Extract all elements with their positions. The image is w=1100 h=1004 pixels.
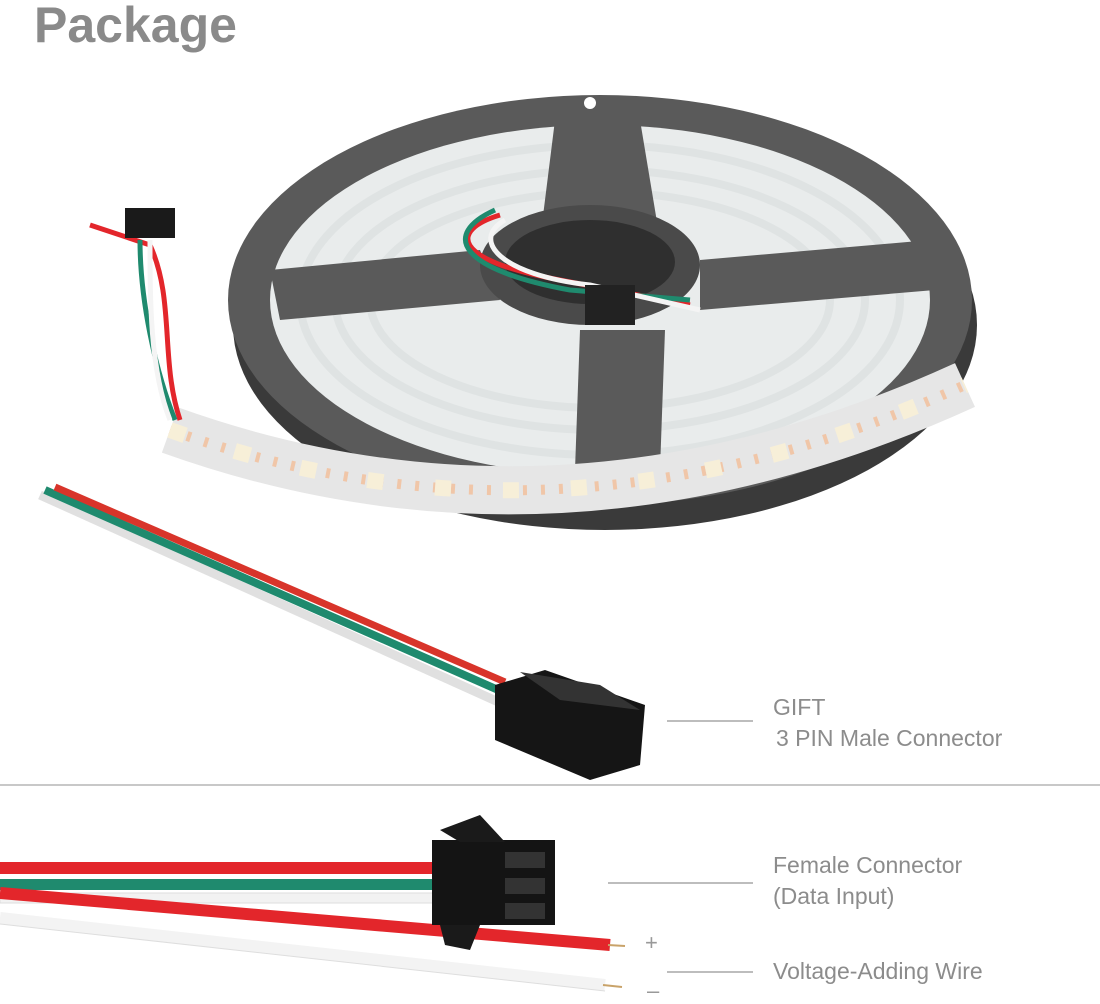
gift-label: GIFT xyxy=(773,694,826,720)
female-connector-wires xyxy=(0,862,626,992)
male-connector-wires xyxy=(38,483,507,710)
reel xyxy=(228,95,977,530)
voltage-leader-line xyxy=(667,971,753,973)
female-connector-label: Female Connector xyxy=(773,852,963,878)
section-divider xyxy=(0,784,1100,786)
voltage-wire-label: Voltage-Adding Wire xyxy=(773,958,983,984)
gift-callout: GIFT 3 PIN Male Connector xyxy=(773,692,1002,754)
led-strip xyxy=(161,363,975,515)
gift-leader-line xyxy=(667,720,753,722)
female-connector xyxy=(432,815,555,950)
minus-sign: – xyxy=(647,978,660,1003)
male-connector-label: 3 PIN Male Connector xyxy=(776,725,1003,751)
inner-wires xyxy=(463,207,701,325)
female-callout: Female Connector (Data Input) xyxy=(773,850,962,912)
page-title: Package xyxy=(34,0,237,53)
plus-sign: + xyxy=(645,930,658,955)
strip-lead-wires xyxy=(89,208,183,421)
female-leader-line xyxy=(608,882,753,884)
male-connector xyxy=(495,670,645,780)
data-input-label: (Data Input) xyxy=(773,883,895,909)
